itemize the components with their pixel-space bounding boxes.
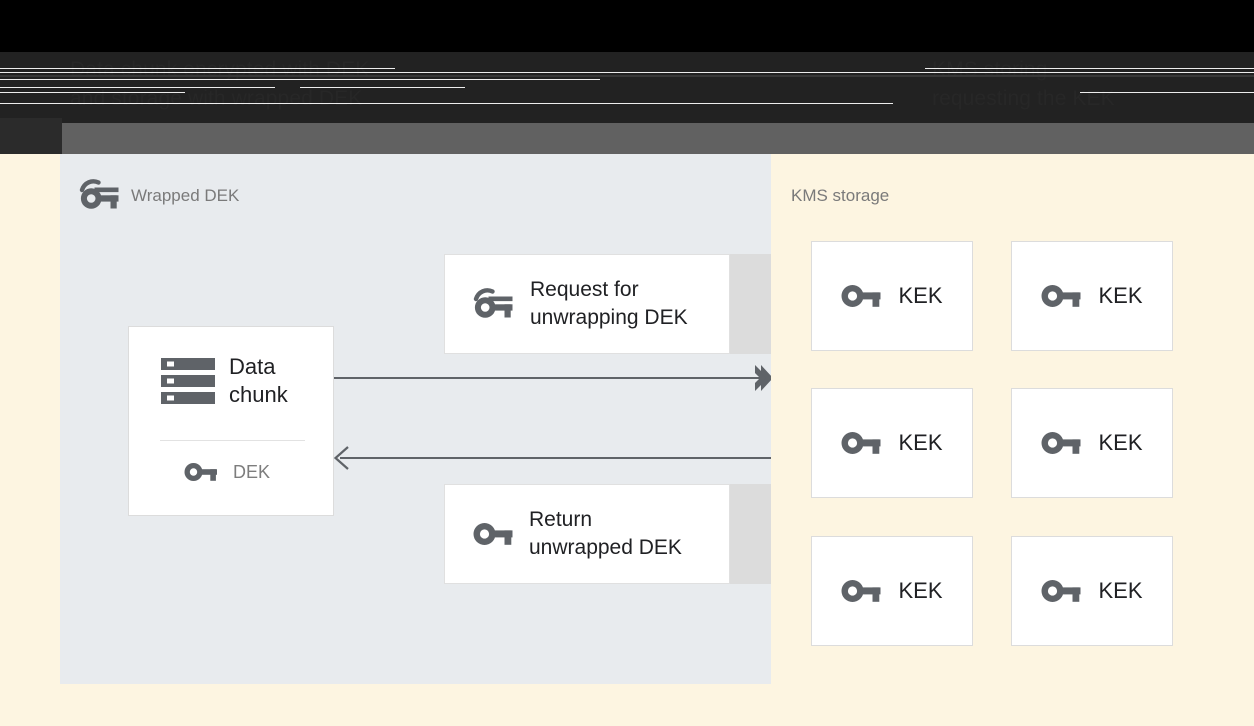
key-icon: [841, 282, 881, 310]
key-icon: [841, 429, 881, 457]
kek-box[interactable]: KEK: [1011, 241, 1173, 351]
data-chunk-divider: [160, 440, 305, 441]
data-chunk-row: Data chunk: [161, 353, 288, 409]
scanline-artifact: [1080, 92, 1254, 93]
return-card-label: Return unwrapped DEK: [529, 508, 682, 559]
header-caption-left: Data chunk encrypted with DEK and storag…: [70, 58, 370, 110]
scanline-artifact: [0, 72, 1254, 73]
arrow-return-left-line: [340, 457, 771, 459]
wrapped-key-icon: [79, 179, 120, 212]
topbar-gray-left-notch: [0, 118, 62, 154]
key-icon: [184, 461, 218, 483]
request-card-shadow: [730, 254, 771, 354]
return-unwrapped-card[interactable]: Return unwrapped DEK: [444, 484, 730, 584]
kek-box[interactable]: KEK: [811, 536, 973, 646]
arrow-request-right-head: [755, 365, 773, 391]
scanline-artifact: [0, 75, 1254, 77]
scanline-artifact: [300, 87, 465, 88]
key-icon: [473, 520, 513, 548]
scanline-artifact: [0, 103, 893, 104]
kek-box[interactable]: KEK: [1011, 388, 1173, 498]
key-icon: [841, 577, 881, 605]
wrapped-key-icon: [473, 287, 514, 321]
topbar-gray-strip: [0, 123, 1254, 154]
dek-row: DEK: [184, 461, 270, 483]
request-card-label: Request for unwrapping DEK: [530, 278, 688, 329]
kek-label: KEK: [898, 430, 943, 455]
topbar-black-strip: [0, 0, 1254, 52]
wrapped-dek-panel-title: Wrapped DEK: [131, 186, 240, 205]
kek-box[interactable]: KEK: [1011, 536, 1173, 646]
arrow-return-left-head: [333, 446, 349, 470]
kms-storage-panel-title: KMS storage: [791, 186, 890, 205]
header-caption-right: KMS storing requesting the KEK: [932, 58, 1115, 110]
scanline-artifact: [0, 68, 395, 69]
request-card-content: Request for unwrapping DEK: [473, 276, 688, 332]
kek-label: KEK: [898, 283, 943, 308]
kek-label: KEK: [1098, 283, 1143, 308]
arrow-request-right-line: [334, 377, 766, 379]
kek-box[interactable]: KEK: [811, 388, 973, 498]
scanline-artifact: [0, 92, 185, 93]
topbar-caption-strip: Data chunk encrypted with DEK and storag…: [0, 52, 1254, 123]
data-chunk-label: Data chunk: [229, 354, 288, 407]
storage-chunk-icon: [161, 357, 215, 405]
return-card-shadow: [730, 484, 771, 584]
kek-label: KEK: [898, 578, 943, 603]
scanline-artifact: [0, 87, 275, 88]
key-icon: [1041, 429, 1081, 457]
dek-label: DEK: [233, 462, 271, 482]
data-chunk-card[interactable]: Data chunk DEK: [128, 326, 334, 516]
return-card-content: Return unwrapped DEK: [473, 506, 682, 562]
key-icon: [1041, 577, 1081, 605]
scanline-artifact: [0, 79, 600, 80]
request-unwrap-card[interactable]: Request for unwrapping DEK: [444, 254, 730, 354]
kek-label: KEK: [1098, 578, 1143, 603]
scanline-artifact: [925, 68, 1254, 69]
kek-label: KEK: [1098, 430, 1143, 455]
key-icon: [1041, 282, 1081, 310]
kek-box[interactable]: KEK: [811, 241, 973, 351]
